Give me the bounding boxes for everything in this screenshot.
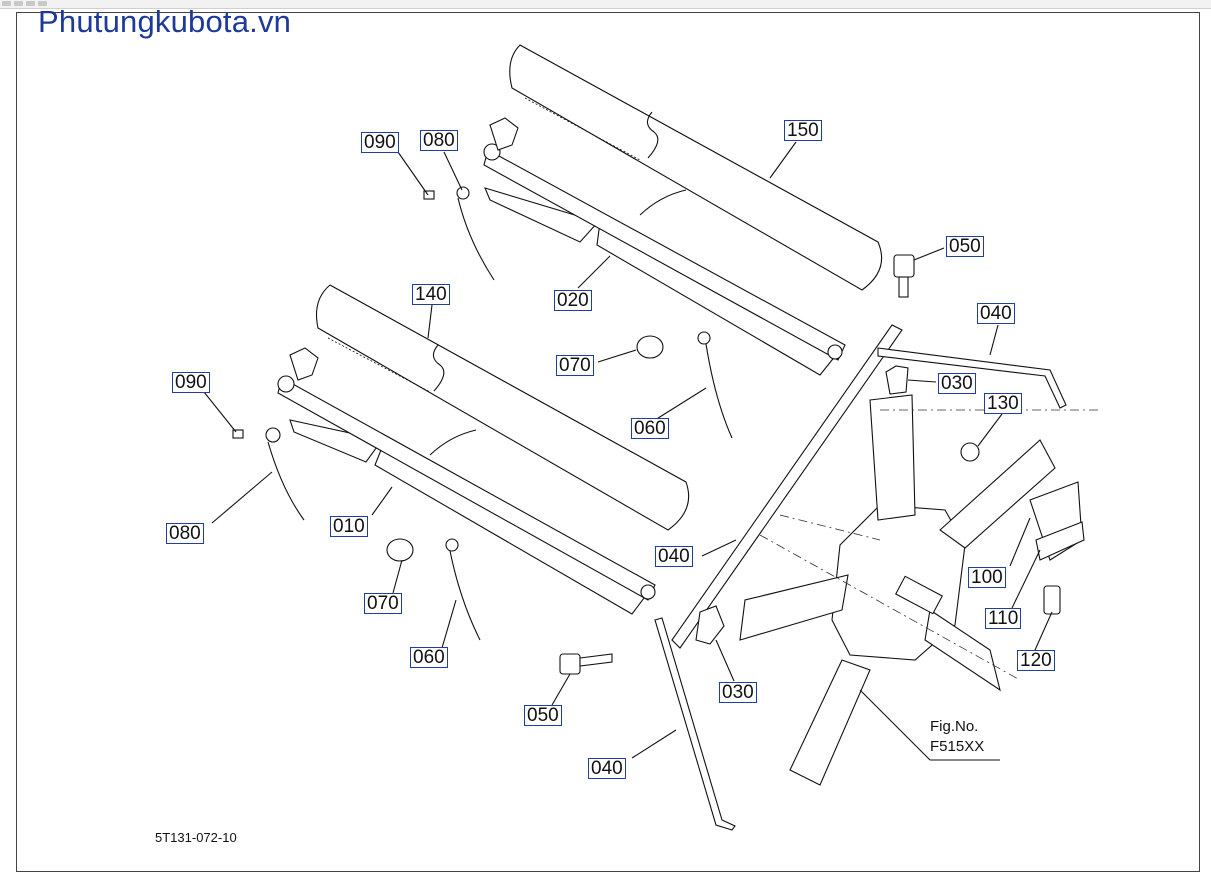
callout-150[interactable]: 150 <box>784 120 822 141</box>
callout-030-upper[interactable]: 030 <box>938 373 976 394</box>
callout-070-upper[interactable]: 070 <box>556 355 594 376</box>
callout-090-lower[interactable]: 090 <box>172 372 210 393</box>
plate-020-drawing <box>483 117 846 376</box>
springs-pins-drawing <box>232 186 733 641</box>
cover-140-drawing <box>315 284 690 531</box>
figure-note: Fig.No. F515XX <box>930 717 984 757</box>
callout-100[interactable]: 100 <box>968 567 1006 588</box>
figure-note-line2: F515XX <box>930 738 985 755</box>
stay-040-drawing <box>654 324 1067 831</box>
callout-120[interactable]: 120 <box>1017 650 1055 671</box>
callout-140[interactable]: 140 <box>412 284 450 305</box>
cover-150-drawing <box>509 44 883 291</box>
callout-040-right[interactable]: 040 <box>977 303 1015 324</box>
callout-040-lower[interactable]: 040 <box>588 758 626 779</box>
callout-130[interactable]: 130 <box>984 393 1022 414</box>
callout-060-upper[interactable]: 060 <box>631 418 669 439</box>
plate-010-drawing <box>277 347 656 615</box>
leader-lines <box>203 141 1053 761</box>
figure-code: 5T131-072-10 <box>155 830 237 845</box>
toolbar-save-icon[interactable] <box>26 1 35 6</box>
site-watermark-title: Phutungkubota.vn <box>38 4 292 39</box>
callout-060-lower[interactable]: 060 <box>410 647 448 668</box>
callout-090-upper[interactable]: 090 <box>361 132 399 153</box>
hub-drawing <box>739 394 1085 786</box>
viewer-toolbar <box>0 0 1211 9</box>
bolts-brackets-drawing <box>559 254 915 675</box>
callout-020[interactable]: 020 <box>554 290 592 311</box>
callout-110[interactable]: 110 <box>985 608 1022 629</box>
callout-010[interactable]: 010 <box>330 516 368 537</box>
toolbar-zoom-icon[interactable] <box>38 1 47 6</box>
callout-080-lower[interactable]: 080 <box>166 523 204 544</box>
callout-070-lower[interactable]: 070 <box>364 593 402 614</box>
callout-030-lower[interactable]: 030 <box>719 682 757 703</box>
callout-040-middle[interactable]: 040 <box>655 546 693 567</box>
callout-080-upper[interactable]: 080 <box>420 130 458 151</box>
callout-050-lower[interactable]: 050 <box>524 705 562 726</box>
figure-note-line1: Fig.No. <box>930 718 979 735</box>
toolbar-back-icon[interactable] <box>2 1 11 6</box>
callout-050-upper[interactable]: 050 <box>946 236 984 257</box>
toolbar-print-icon[interactable] <box>14 1 23 6</box>
